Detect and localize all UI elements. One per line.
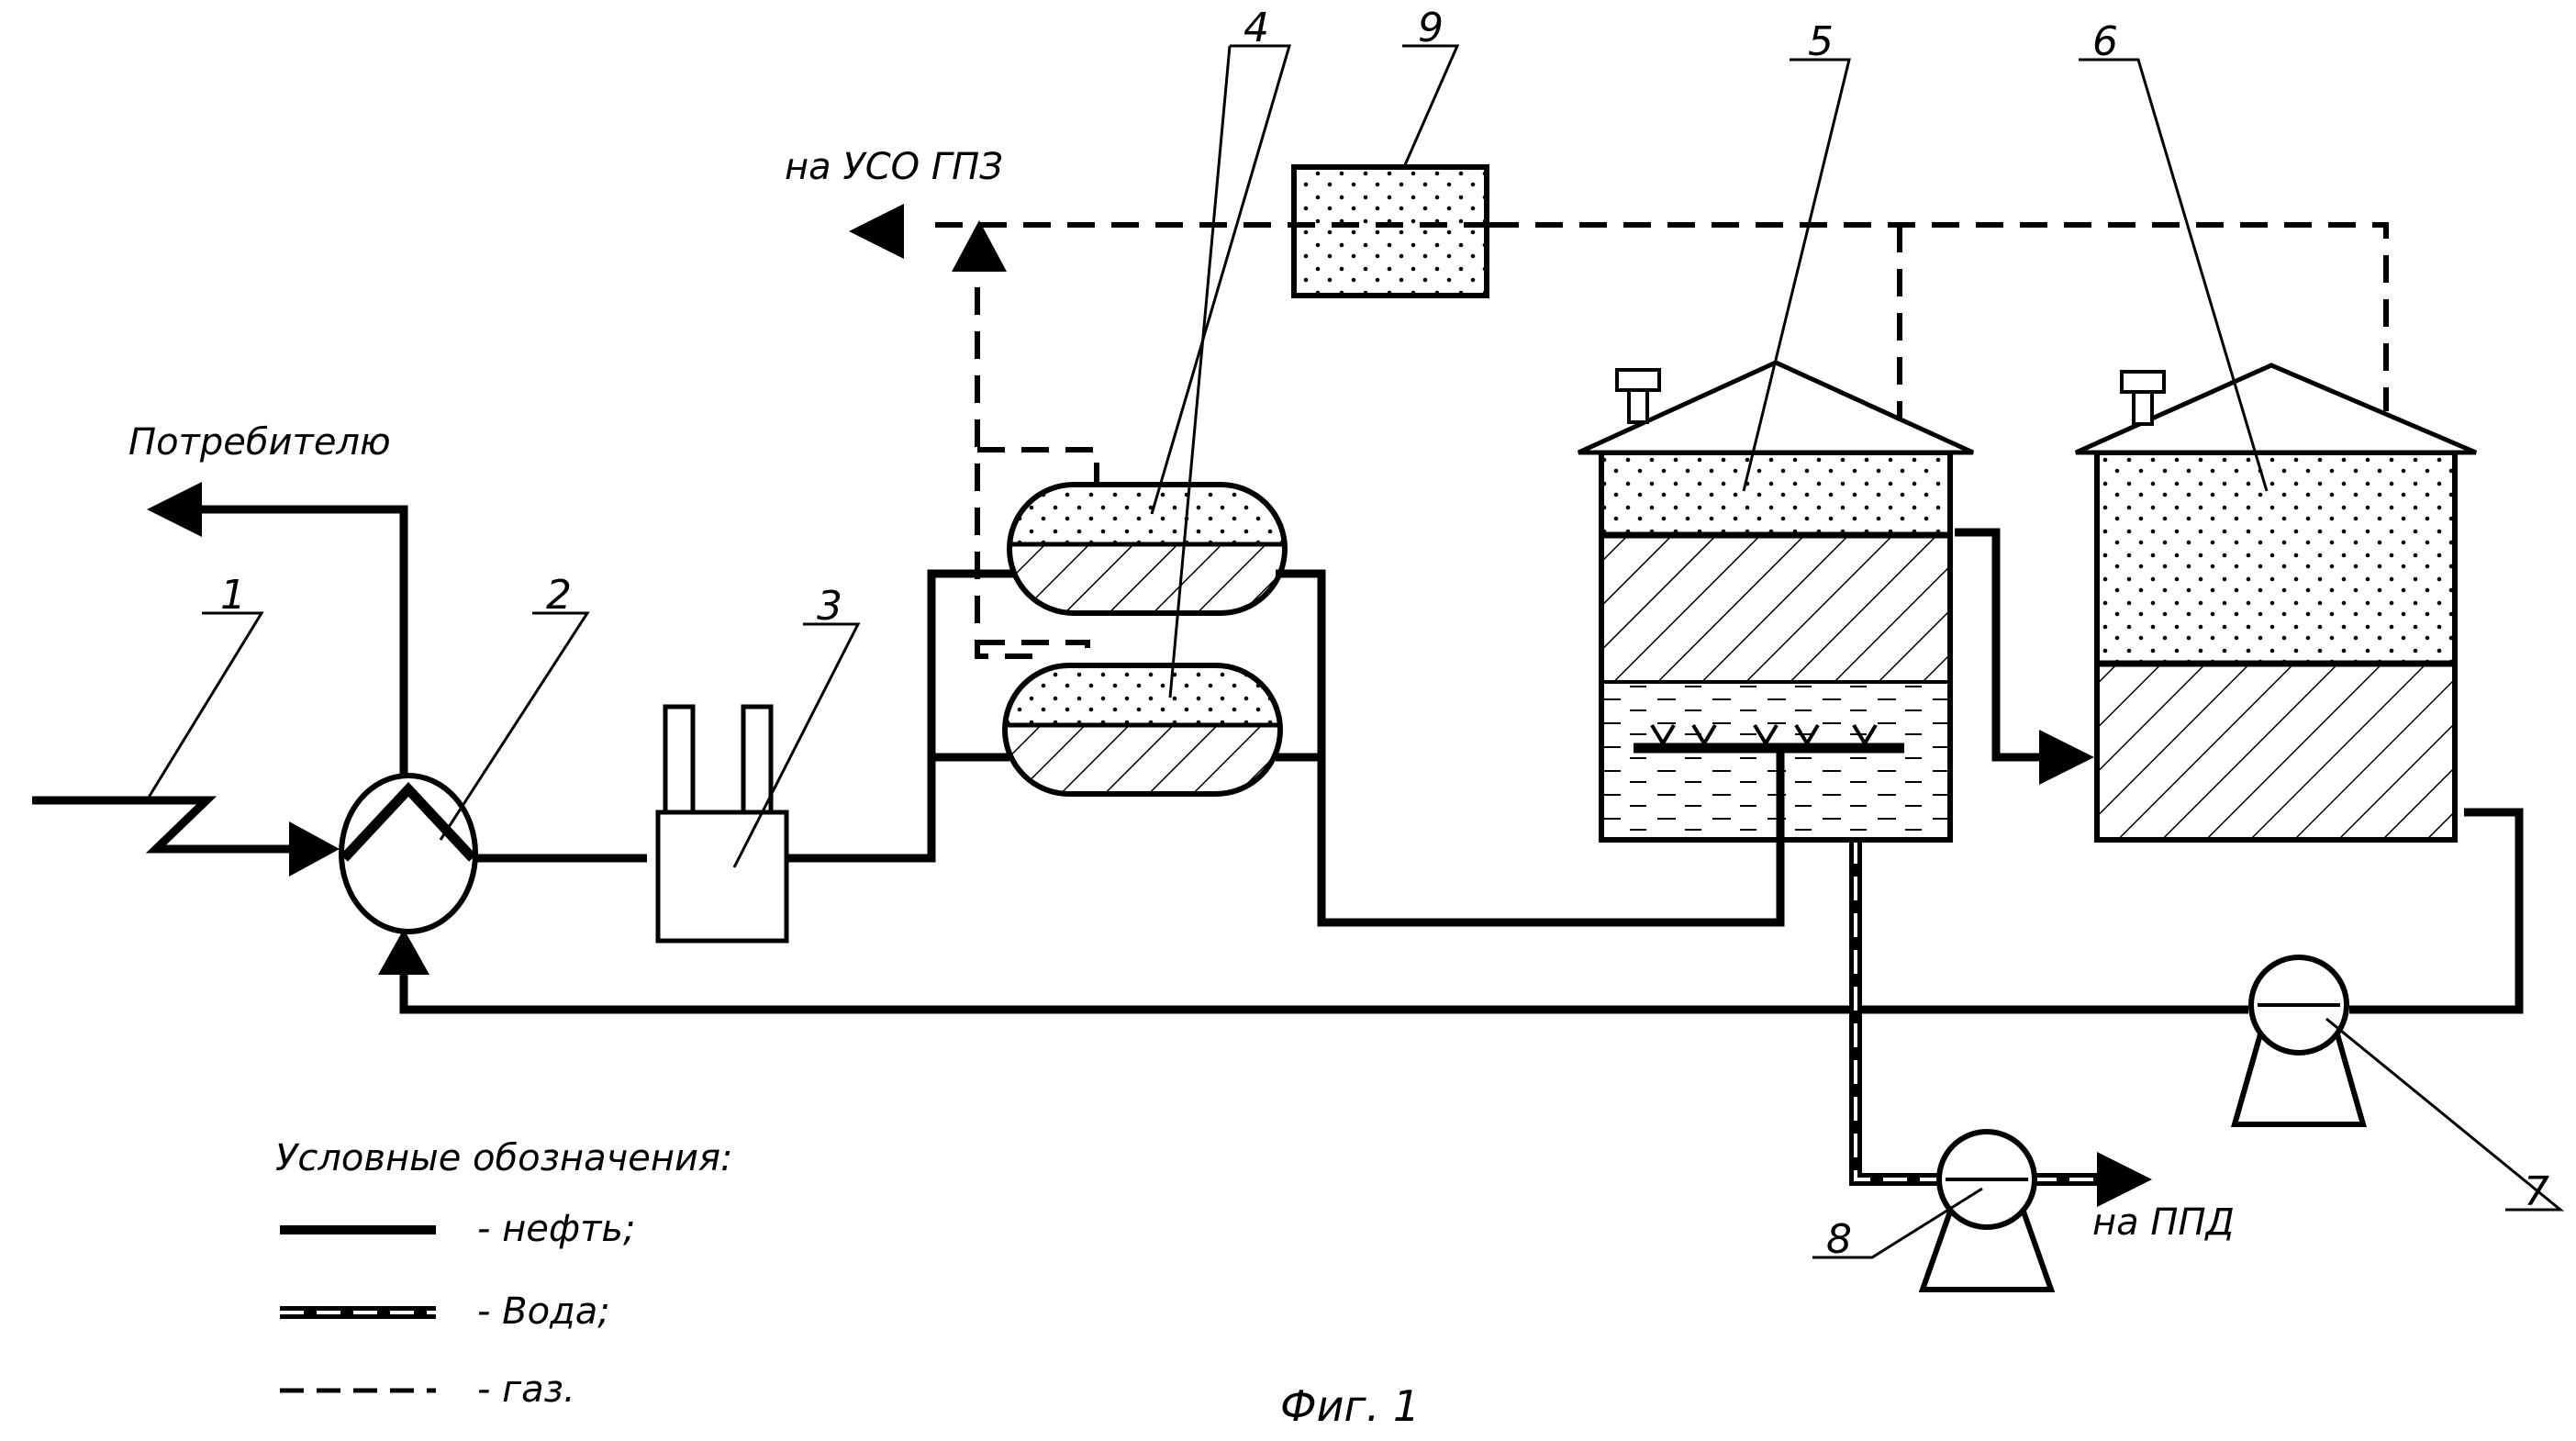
label-1: 1 [220,572,246,619]
label-9: 9 [1418,5,1444,51]
label-4: 4 [1243,5,1269,51]
label-6: 6 [2092,18,2118,65]
pump-8 [1923,1132,2051,1290]
legend-water: - Вода; [477,1290,610,1333]
unit-9 [1294,167,1487,296]
destination-ppd-label: на ППД [2092,1201,2235,1244]
unit-3 [658,707,786,941]
label-7: 7 [2524,1168,2549,1215]
label-5: 5 [1808,18,1834,65]
separator-4-lower [1005,665,1280,794]
label-8: 8 [1826,1216,1852,1263]
pump-7 [2235,957,2363,1124]
separator-4-upper [1009,485,1285,613]
legend-gas: - газ. [477,1368,575,1411]
arrow-to-gas-plant [849,204,1007,272]
label-3: 3 [817,583,842,630]
destination-consumer-label: Потребителю [128,421,391,464]
legend-oil: - нефть; [477,1208,635,1250]
legend-title: Условные обозначения: [275,1137,733,1179]
legend: Условные обозначения: - нефть; - Вода; -… [275,1137,733,1411]
pump-2 [341,776,475,932]
label-2: 2 [546,572,572,619]
tank-6 [2076,365,2476,840]
destination-gas-label: на УСО ГПЗ [785,146,1003,188]
figure-caption: Фиг. 1 [1280,1381,1420,1431]
tank-5 [1578,363,1973,840]
